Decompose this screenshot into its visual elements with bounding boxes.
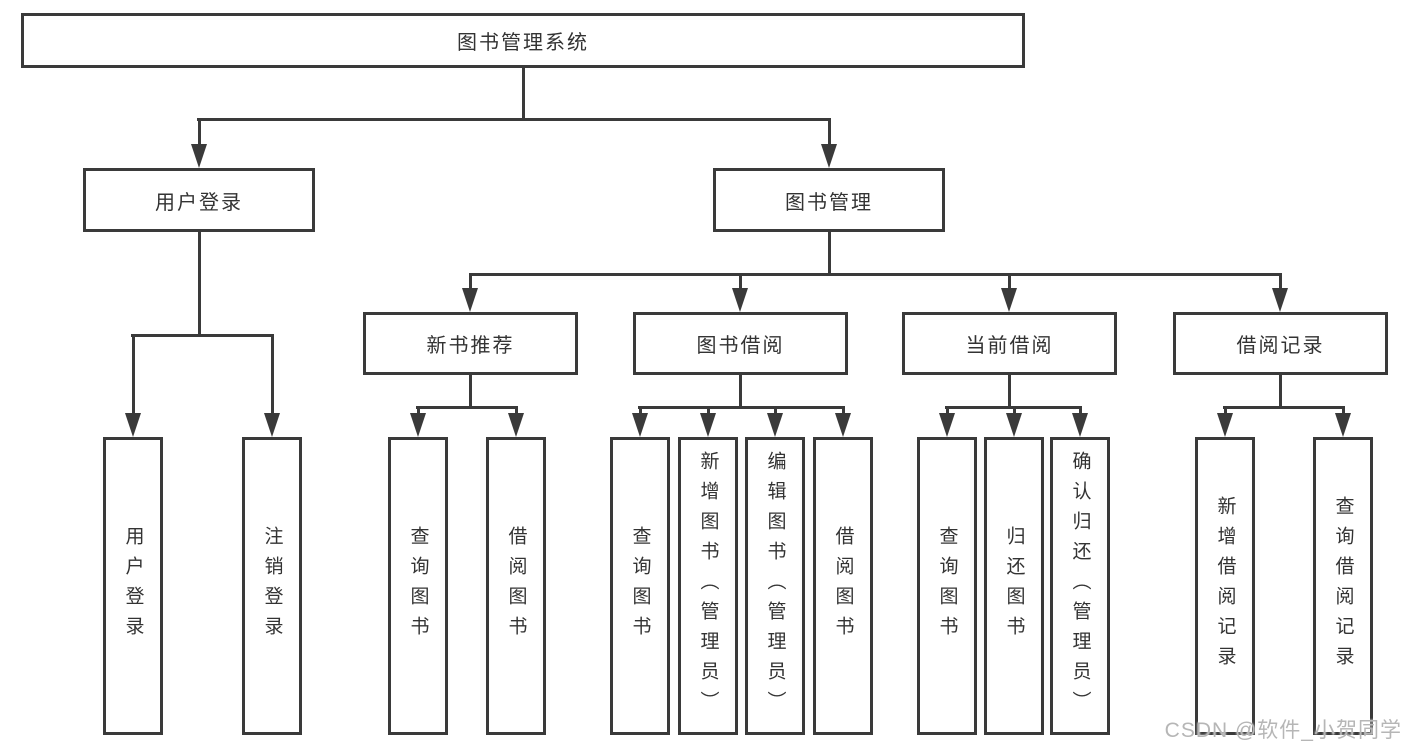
connector-line-horizontal [1223,406,1345,409]
arrowhead-down [1006,413,1022,437]
connector-line-drop [841,406,845,419]
connector-line-drop [773,406,777,419]
leaf-query-books-current: 查询图书 [917,437,977,735]
leaf-return-books: 归还图书 [984,437,1044,735]
node-book-borrowing: 图书借阅 [633,312,848,375]
leaf-label: 查询图书 [407,526,429,646]
node-label: 借阅记录 [1236,335,1325,357]
leaf-add-borrow-record: 新增借阅记录 [1195,437,1255,735]
connector-line-horizontal [638,406,845,409]
node-new-book-recommendation: 新书推荐 [363,312,578,375]
arrowhead-down [732,288,748,312]
arrowhead-down [1217,413,1233,437]
arrowhead-down [410,413,426,437]
connector-line-drop [270,334,274,419]
connector-line-vertical [197,232,201,337]
arrowhead-down [508,413,524,437]
arrowhead-down [835,413,851,437]
leaf-query-borrow-record: 查询借阅记录 [1313,437,1373,735]
leaf-logout: 注销登录 [242,437,302,735]
node-book-management: 图书管理 [713,168,945,232]
node-label: 新书推荐 [426,335,515,357]
node-current-borrowing: 当前借阅 [902,312,1117,375]
leaf-query-books-recommend: 查询图书 [388,437,448,735]
arrowhead-down [1335,413,1351,437]
leaf-label: 确认归还（管理员） [1069,451,1091,721]
leaf-edit-books-admin: 编辑图书（管理员） [745,437,805,735]
leaf-user-login: 用户登录 [103,437,163,735]
connector-line-drop [1223,406,1227,419]
node-user-login: 用户登录 [83,168,315,232]
arrowhead-down [700,413,716,437]
connector-line-drop [514,406,518,419]
connector-line-drop [945,406,949,419]
connector-line-horizontal [197,118,831,121]
arrowhead-down [767,413,783,437]
leaf-confirm-return-admin: 确认归还（管理员） [1050,437,1110,735]
connector-line-drop [1012,406,1016,419]
connector-line-vertical [468,375,472,409]
connector-line-drop [638,406,642,419]
node-label: 当前借阅 [965,335,1054,357]
connector-line-drop [197,118,201,150]
leaf-label: 新增图书（管理员） [697,451,719,721]
connector-line-drop [1078,406,1082,419]
leaf-label: 查询图书 [629,526,651,646]
leaf-query-books-borrow: 查询图书 [610,437,670,735]
arrowhead-down [1001,288,1017,312]
leaf-add-books-admin: 新增图书（管理员） [678,437,738,735]
leaf-label: 用户登录 [122,526,144,646]
connector-line-vertical [521,68,525,121]
node-label: 用户登录 [155,191,243,214]
node-label: 图书借阅 [696,335,785,357]
node-library-management-system: 图书管理系统 [21,13,1025,68]
arrowhead-down [462,288,478,312]
connector-line-horizontal [131,334,274,337]
leaf-borrow-books-recommend: 借阅图书 [486,437,546,735]
node-label: 图书管理系统 [457,32,589,54]
connector-line-vertical [1278,375,1282,409]
leaf-label: 注销登录 [261,526,283,646]
leaf-label: 查询图书 [936,526,958,646]
node-label: 图书管理 [785,191,873,214]
connector-line-drop [416,406,420,419]
arrowhead-down [632,413,648,437]
connector-line-horizontal [469,273,1282,276]
connector-line-vertical [827,232,831,276]
arrowhead-down [939,413,955,437]
arrowhead-down [125,413,141,437]
connector-line-drop [1341,406,1345,419]
connector-line-drop [131,334,135,419]
leaf-label: 编辑图书（管理员） [764,451,786,721]
leaf-label: 新增借阅记录 [1214,496,1236,676]
node-borrowing-records: 借阅记录 [1173,312,1388,375]
connector-line-drop [827,118,831,150]
leaf-label: 查询借阅记录 [1332,496,1354,676]
arrowhead-down [264,413,280,437]
arrowhead-down [191,144,207,168]
connector-line-drop [738,273,742,294]
arrowhead-down [1072,413,1088,437]
connector-line-drop [468,273,472,294]
leaf-label: 归还图书 [1003,526,1025,646]
connector-line-horizontal [416,406,518,409]
connector-line-vertical [738,375,742,409]
leaf-borrow-books: 借阅图书 [813,437,873,735]
leaf-label: 借阅图书 [505,526,527,646]
csdn-watermark: CSDN @软件_小贺同学 [1164,719,1402,742]
connector-line-drop [706,406,710,419]
arrowhead-down [1272,288,1288,312]
arrowhead-down [821,144,837,168]
connector-line-drop [1278,273,1282,294]
connector-line-vertical [1007,375,1011,409]
leaf-label: 借阅图书 [832,526,854,646]
connector-line-drop [1007,273,1011,294]
